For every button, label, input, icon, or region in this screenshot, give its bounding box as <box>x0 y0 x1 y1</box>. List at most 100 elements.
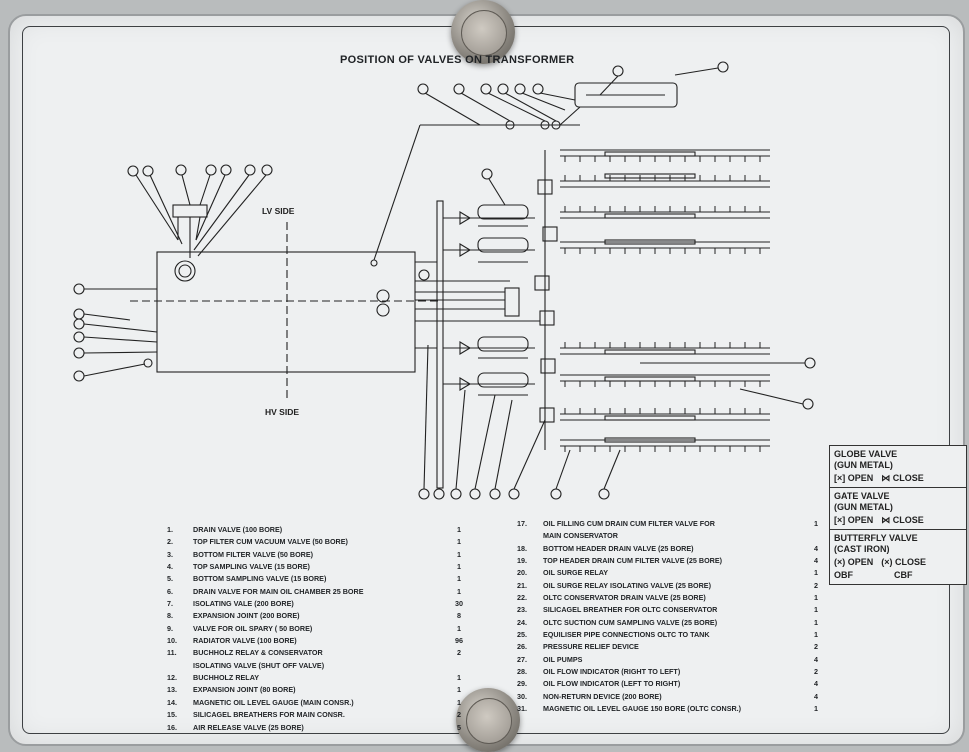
diagram-title: POSITION OF VALVES ON TRANSFORMER <box>340 54 575 66</box>
item-quantity: 1 <box>457 537 461 547</box>
list-item: 21. OIL SURGE RELAY ISOLATING VALVE (25 B… <box>517 580 831 592</box>
list-item: 15.SILICAGEL BREATHERS FOR MAIN CONSR.2 <box>167 709 489 721</box>
item-number: 1. <box>167 525 173 534</box>
item-number: 23. <box>517 605 527 615</box>
butterfly-open-code: OBF <box>834 570 853 580</box>
item-number: 22. <box>517 593 527 603</box>
item-number: 6. <box>167 586 173 596</box>
item-description: BOTTOM FILTER VALVE (50 BORE) <box>193 549 314 559</box>
item-number: 21. <box>517 580 527 590</box>
item-number: 31. <box>517 704 527 714</box>
item-number: 30. <box>517 691 527 701</box>
item-number: 4. <box>167 562 173 572</box>
globe-close-symbol: ⋈ CLOSE <box>881 473 924 483</box>
item-number: 28. <box>517 667 527 677</box>
item-number: 5. <box>167 574 173 584</box>
callout-group-bottom <box>418 344 621 500</box>
item-description: EXPANSION JOINT (80 BORE) <box>193 685 296 695</box>
item-description: AIR RELEASE VALVE (25 BORE) <box>193 722 304 732</box>
transformer-tank <box>156 251 416 373</box>
item-quantity: 2 <box>457 710 461 720</box>
valve-legend: GLOBE VALVE (GUN METAL) [×] OPEN⋈ CLOSE … <box>829 445 967 585</box>
item-description: EQUILISER PIPE CONNECTIONS OLTC TO TANK <box>543 630 710 640</box>
item-description: OIL FLOW INDICATOR (RIGHT TO LEFT) <box>543 667 681 677</box>
list-item: 14. MAGNETIC OIL LEVEL GAUGE (MAIN CONSR.… <box>167 697 489 709</box>
item-quantity: 4 <box>814 679 818 689</box>
callout-group-top-left <box>127 164 273 257</box>
item-quantity: 96 <box>455 636 463 646</box>
item-quantity: 2 <box>814 642 818 652</box>
item-description: NON-RETURN DEVICE (200 BORE) <box>543 691 662 701</box>
item-description: ISOLATING VALVE (SHUT OFF VALVE) <box>193 660 325 670</box>
list-item: 19. TOP HEADER DRAIN CUM FILTER VALVE (25… <box>517 555 831 567</box>
item-description: TOP FILTER CUM VACUUM VALVE (50 BORE) <box>193 537 348 547</box>
item-quantity: 4 <box>814 543 818 553</box>
list-item: 1.DRAIN VALVE (100 BORE)1 <box>167 524 489 536</box>
item-quantity: 2 <box>814 580 818 590</box>
item-number: 24. <box>517 617 527 627</box>
item-number: 14. <box>167 697 177 707</box>
item-quantity: 1 <box>814 568 818 578</box>
item-description: VALVE FOR OIL SPARY ( 50 BORE) <box>193 623 313 633</box>
pump-units <box>443 204 535 396</box>
gate-valve-title: GATE VALVE <box>834 491 890 501</box>
item-number <box>517 530 543 542</box>
gate-valve-material: (GUN METAL) <box>834 502 893 512</box>
item-description: ISOLATING VALE (200 BORE) <box>193 599 294 609</box>
item-quantity: 1 <box>457 549 461 559</box>
item-number: 20. <box>517 568 527 578</box>
list-item: 25.EQUILISER PIPE CONNECTIONS OLTC TO TA… <box>517 629 831 641</box>
item-quantity <box>429 660 489 672</box>
list-item: 20. OIL SURGE RELAY 1 <box>517 567 831 579</box>
list-item: 8.EXPANSION JOINT (200 BORE)8 <box>167 610 489 622</box>
list-item: 5. BOTTOM SAMPLING VALVE (15 BORE) 1 <box>167 573 489 585</box>
globe-valve-material: (GUN METAL) <box>834 460 893 470</box>
item-description: OIL SURGE RELAY <box>543 568 609 578</box>
item-quantity: 2 <box>814 667 818 677</box>
oltc-conservator <box>574 82 678 108</box>
item-description: OIL SURGE RELAY ISOLATING VALVE (25 BORE… <box>543 580 711 590</box>
item-quantity: 2 <box>457 648 461 658</box>
list-item: 18. BOTTOM HEADER DRAIN VALVE (25 BORE) 4 <box>517 543 831 555</box>
item-number: 19. <box>517 556 527 566</box>
item-quantity: 1 <box>457 574 461 584</box>
list-item: 31.MAGNETIC OIL LEVEL GAUGE 150 BORE (OL… <box>517 703 831 715</box>
item-description: OLTC SUCTION CUM SAMPLING VALVE (25 BORE… <box>543 617 718 627</box>
list-item: 6. DRAIN VALVE FOR MAIN OIL CHAMBER 25 BO… <box>167 586 489 598</box>
list-item: 3. BOTTOM FILTER VALVE (50 BORE) 1 <box>167 549 489 561</box>
item-description: MAGNETIC OIL LEVEL GAUGE (MAIN CONSR.) <box>193 697 354 707</box>
item-quantity: 1 <box>814 630 818 640</box>
item-description: BUCHHOLZ RELAY <box>193 673 260 683</box>
item-number: 18. <box>517 543 527 553</box>
item-number: 16. <box>167 722 177 732</box>
list-item: 22. OLTC CONSERVATOR DRAIN VALVE (25 BORE… <box>517 592 831 604</box>
item-number: 27. <box>517 654 527 664</box>
item-description: OIL FLOW INDICATOR (LEFT TO RIGHT) <box>543 679 681 689</box>
item-description: TOP HEADER DRAIN CUM FILTER VALVE (25 BO… <box>543 556 723 566</box>
item-description: RADIATOR VALVE (100 BORE) <box>193 636 297 646</box>
item-description: EXPANSION JOINT (200 BORE) <box>193 611 300 621</box>
gate-valve-legend: GATE VALVE (GUN METAL) [×] OPEN⋈ CLOSE <box>830 488 966 530</box>
item-quantity: 1 <box>814 617 818 627</box>
item-description: OLTC CONSERVATOR DRAIN VALVE (25 BORE) <box>543 593 706 603</box>
hv-side-label: HV SIDE <box>265 407 300 417</box>
butterfly-valve-title: BUTTERFLY VALVE <box>834 533 918 543</box>
item-number: 3. <box>167 549 173 559</box>
item-description: BOTTOM SAMPLING VALVE (15 BORE) <box>193 574 327 584</box>
item-number: 12. <box>167 673 177 683</box>
item-quantity: 1 <box>814 704 818 714</box>
item-description: DRAIN VALVE FOR MAIN OIL CHAMBER 25 BORE <box>193 586 364 596</box>
item-quantity: 1 <box>457 562 461 572</box>
list-item: 23.SILICAGEL BREATHER FOR OLTC CONSERVAT… <box>517 604 831 616</box>
item-number: 15. <box>167 710 177 720</box>
item-number: 11. <box>167 648 177 658</box>
item-quantity: 1 <box>457 685 461 695</box>
item-number: 2. <box>167 537 173 547</box>
item-description: BOTTOM HEADER DRAIN VALVE (25 BORE) <box>543 543 694 553</box>
list-item: 28. OIL FLOW INDICATOR (RIGHT TO LEFT) 2 <box>517 666 831 678</box>
